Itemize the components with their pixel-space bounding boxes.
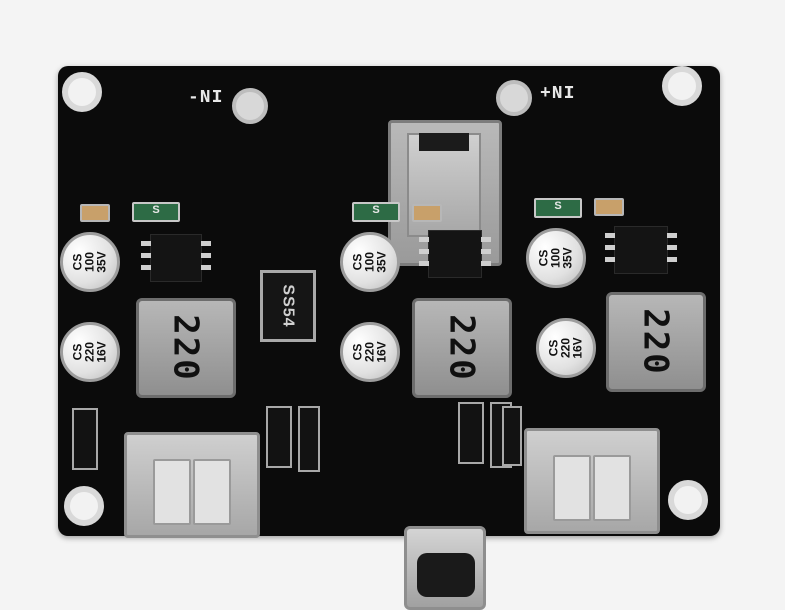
ic-pin [605, 245, 615, 250]
ic-pin [201, 253, 211, 258]
ic-pin [605, 233, 615, 238]
ic-pin [605, 257, 615, 262]
small-component-mid-left [266, 406, 292, 468]
usb-a-contact [153, 459, 191, 525]
ic-pin [141, 253, 151, 258]
capacitor-220uf-middle: CS 220 16V [340, 322, 400, 382]
mounting-hole-bottom-right [668, 480, 708, 520]
capacitor-220uf-label: CS 220 16V [70, 341, 109, 363]
usb-a-port-left [124, 432, 260, 538]
ic-pin [481, 237, 491, 242]
mounting-hole-bottom-left [64, 486, 104, 526]
usb-a-contact [193, 459, 231, 525]
inductor-right: 220 [606, 292, 706, 392]
capacitor-220uf-label: CS 220 16V [350, 341, 389, 363]
resistor-2 [412, 204, 442, 222]
ic-pin [141, 265, 151, 270]
capacitor-100uf-label: CS 100 35V [350, 251, 389, 273]
ic-pin [667, 233, 677, 238]
ic-pin [481, 249, 491, 254]
usb-c-port-bottom [404, 526, 486, 610]
resistor-3 [594, 198, 624, 216]
capacitor-100uf-label: CS 100 35V [70, 251, 109, 273]
capacitor-100uf-right: CS 100 35V [526, 228, 586, 288]
ic-left [141, 234, 211, 282]
ic-pin [667, 257, 677, 262]
capacitor-100uf-left: CS 100 35V [60, 232, 120, 292]
capacitor-100uf-middle: CS 100 35V [340, 232, 400, 292]
capacitor-100uf-label: CS 100 35V [536, 247, 575, 269]
small-component-mid-right [458, 402, 484, 464]
usb-a-port-right [524, 428, 660, 534]
inductor-label: 220 [635, 308, 676, 376]
inductor-label: 220 [165, 314, 206, 382]
input-pad-positive [496, 80, 532, 116]
ic-pin [201, 265, 211, 270]
ic-pin [481, 261, 491, 266]
ic-pin [419, 249, 429, 254]
capacitor-220uf-right: CS 220 16V [536, 318, 596, 378]
small-component-left [72, 408, 98, 470]
usb-a-contact [553, 455, 591, 521]
small-component-mid-left-2 [298, 406, 320, 472]
ic-right [605, 226, 677, 274]
inductor-label: 220 [441, 314, 482, 382]
inductor-left: 220 [136, 298, 236, 398]
ic-pin [141, 241, 151, 246]
usb-c-opening [417, 553, 475, 597]
capacitor-220uf-left: CS 220 16V [60, 322, 120, 382]
silk-neg-input: -NI [188, 88, 224, 108]
inductor-middle: 220 [412, 298, 512, 398]
small-component-right [502, 406, 522, 466]
ic-middle [419, 230, 491, 278]
usb-c-slot [419, 133, 469, 151]
resistor-1 [80, 204, 110, 222]
input-pad-negative [232, 88, 268, 124]
mounting-hole-top-left [62, 72, 102, 112]
usb-a-contact [593, 455, 631, 521]
capacitor-2: S [352, 202, 400, 222]
schottky-diode: SS54 [260, 270, 316, 342]
silk-pos-input: +NI [540, 84, 576, 104]
diode-label: SS54 [279, 284, 297, 328]
ic-pin [667, 245, 677, 250]
capacitor-220uf-label: CS 220 16V [546, 337, 585, 359]
capacitor-3: S [534, 198, 582, 218]
ic-pin [419, 237, 429, 242]
pcb-board: -NI +NI S S S [58, 66, 720, 610]
ic-pin [201, 241, 211, 246]
ic-pin [419, 261, 429, 266]
mounting-hole-top-right [662, 66, 702, 106]
capacitor-1: S [132, 202, 180, 222]
